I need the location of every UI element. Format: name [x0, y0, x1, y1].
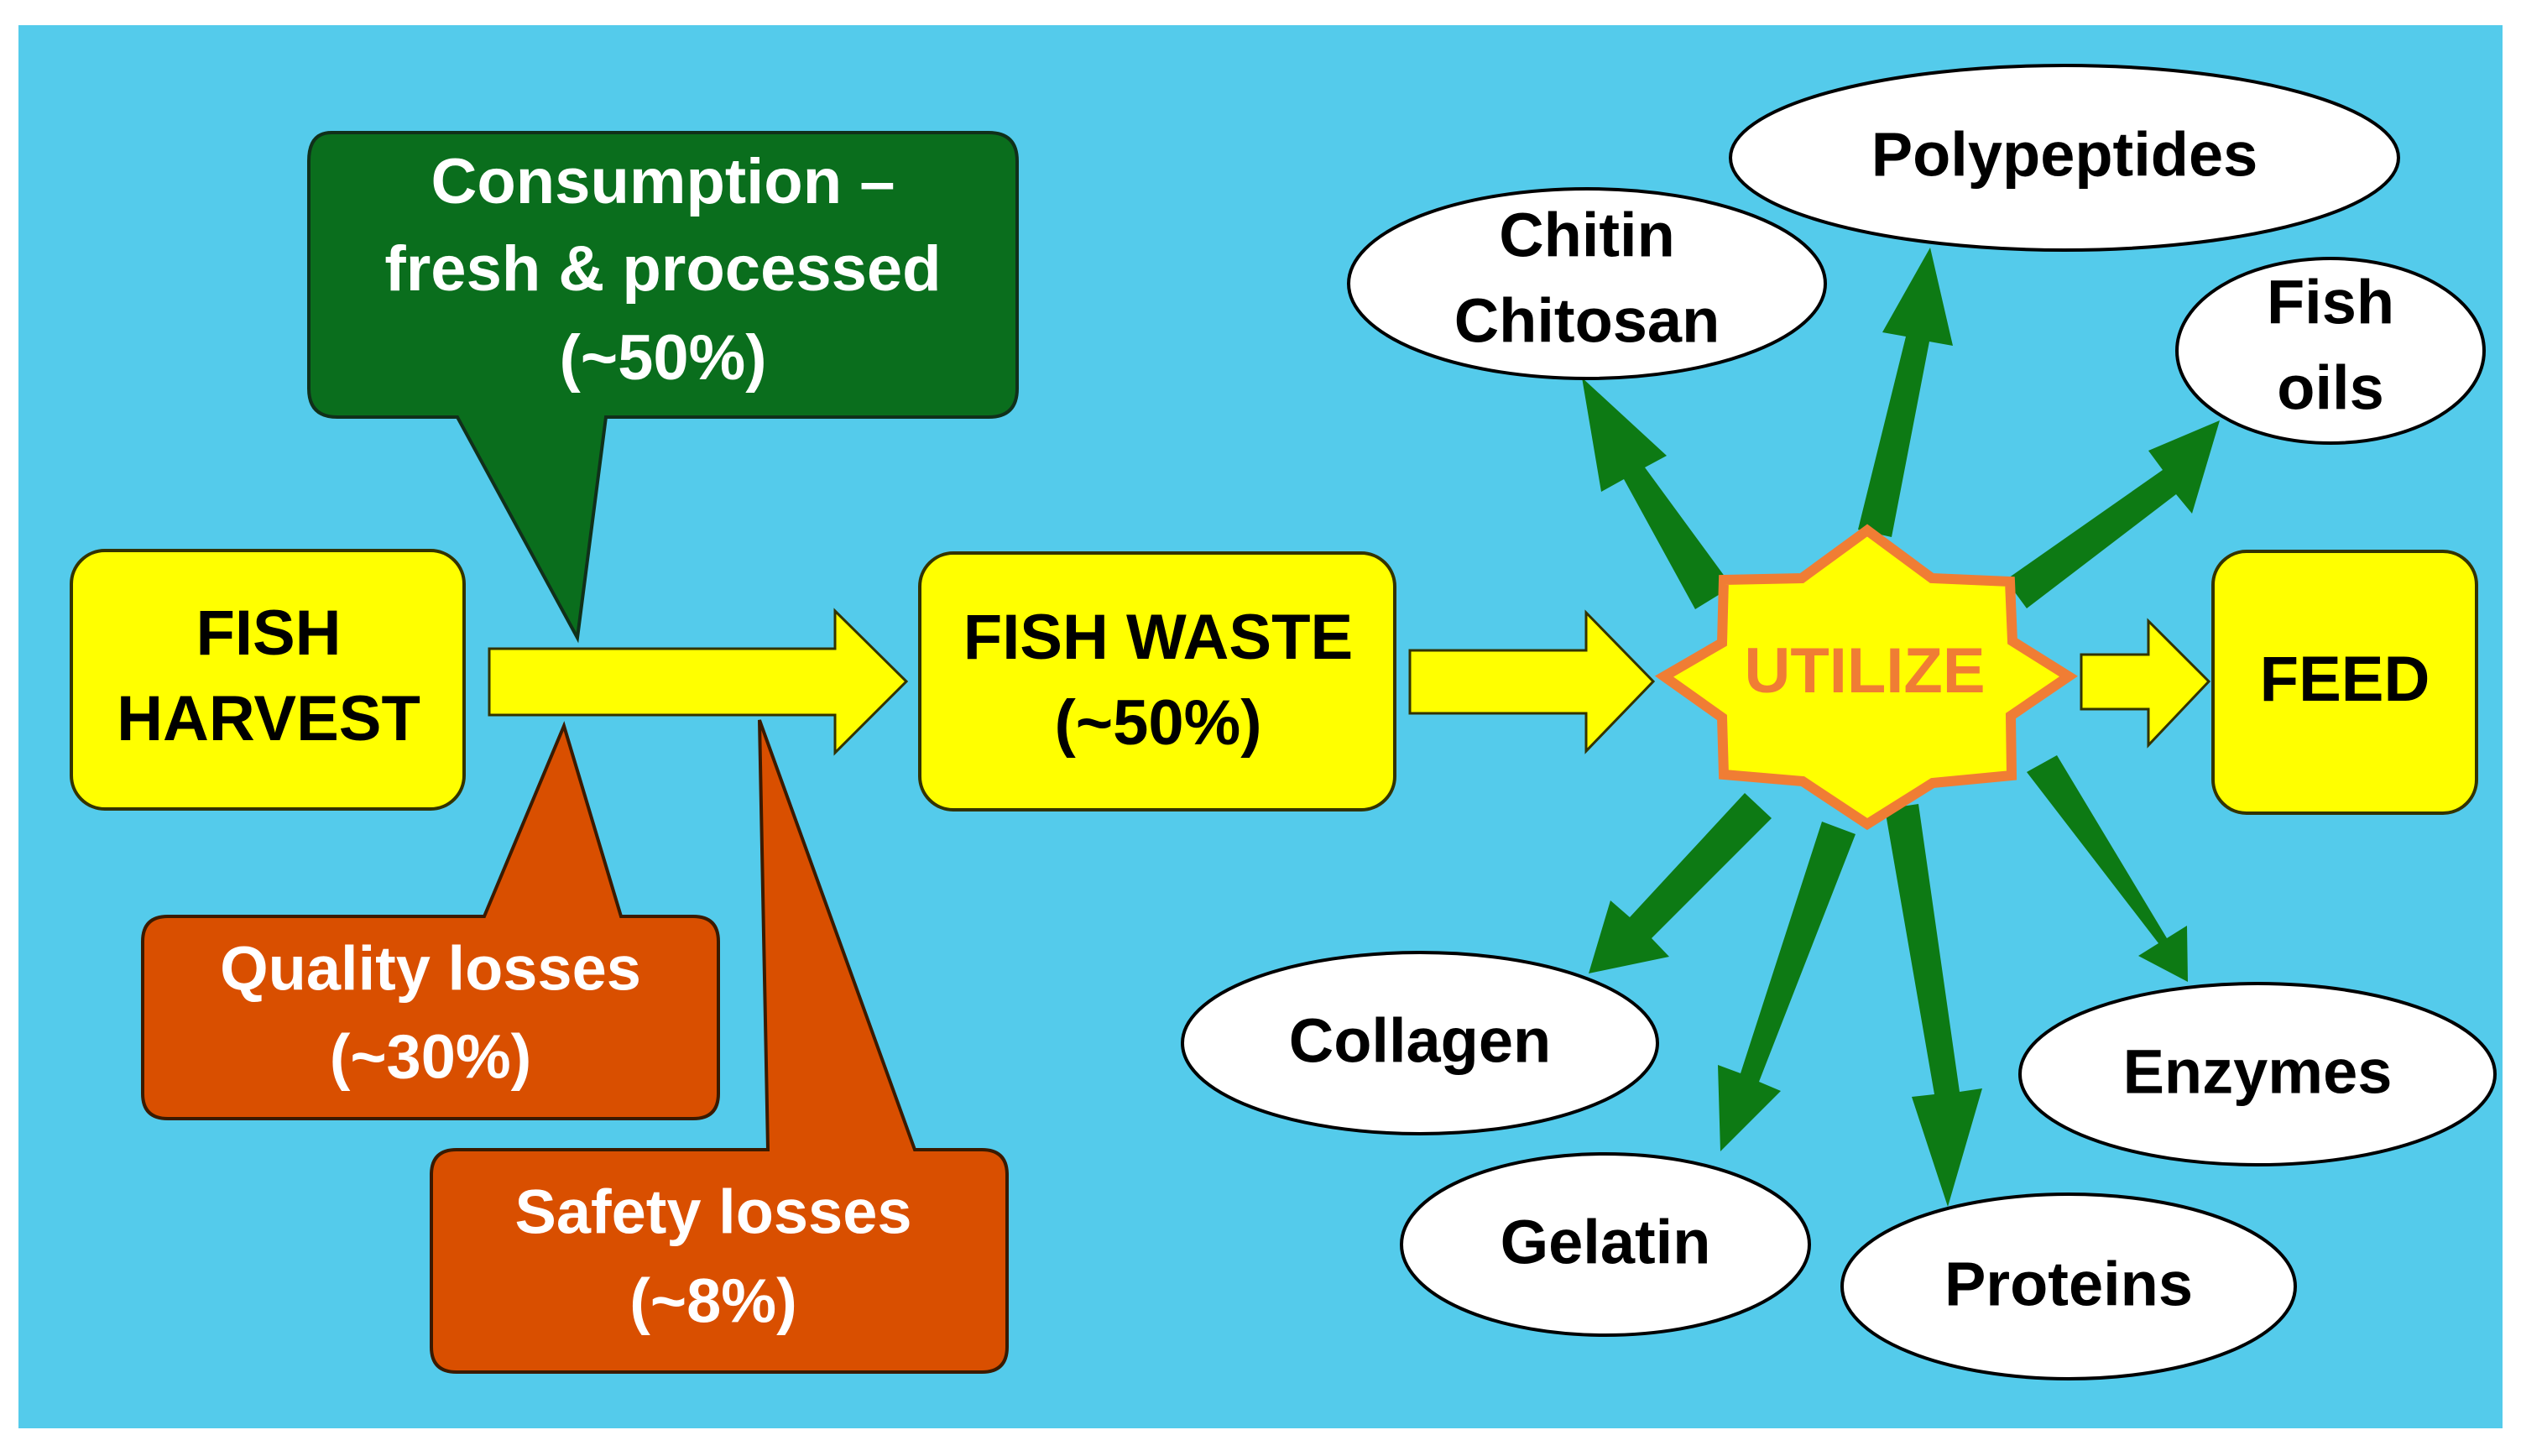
consumption-line-2: fresh & processed — [384, 233, 941, 305]
fish-harvest-line-1: FISH — [196, 598, 341, 669]
arrow-to-gelatin — [1718, 822, 1856, 1151]
fish-harvest-box: FISH HARVEST — [70, 549, 466, 811]
product-proteins: Proteins — [1840, 1192, 2297, 1380]
arrow-to-polypeptides — [1858, 248, 1953, 537]
arrow-to-fish-oils — [2006, 420, 2220, 608]
collagen-label: Collagen — [1289, 1006, 1551, 1076]
feed-label: FEED — [2260, 644, 2430, 715]
product-gelatin: Gelatin — [1400, 1152, 1811, 1337]
chitin-line-2: Chitosan — [1454, 286, 1720, 356]
product-fish-oils: Fish oils — [2175, 257, 2486, 445]
safety-losses-line-1: Safety losses — [514, 1177, 911, 1247]
fish-waste-line-1: FISH WASTE — [963, 602, 1353, 673]
consumption-line-3: (~50%) — [559, 322, 766, 394]
utilize-star: UTILIZE — [1654, 524, 2078, 831]
feed-box: FEED — [2211, 550, 2478, 815]
chitin-line-1: Chitin — [1499, 201, 1675, 270]
green-arrows — [1582, 248, 2220, 1207]
gelatin-label: Gelatin — [1501, 1208, 1711, 1277]
product-enzymes: Enzymes — [2018, 982, 2497, 1166]
safety-losses-line-2: (~8%) — [629, 1266, 796, 1336]
consumption-line-1: Consumption – — [431, 146, 895, 217]
arrow-harvest-to-waste — [488, 608, 909, 756]
quality-losses-callout: Quality losses (~30%) — [141, 721, 720, 1120]
fish-waste-line-2: (~50%) — [1054, 687, 1261, 759]
quality-losses-line-2: (~30%) — [330, 1022, 532, 1092]
arrow-utilize-to-feed — [2080, 618, 2211, 749]
consumption-callout: Consumption – fresh & processed (~50%) — [307, 131, 1019, 644]
fish-oils-line-2: oils — [2277, 353, 2383, 423]
fish-waste-box: FISH WASTE (~50%) — [918, 551, 1396, 811]
safety-losses-callout: Safety losses (~8%) — [430, 719, 1009, 1374]
arrow-to-chitin — [1582, 378, 1732, 609]
proteins-label: Proteins — [1944, 1250, 2193, 1319]
arrow-waste-to-utilize — [1408, 609, 1656, 754]
product-polypeptides: Polypeptides — [1729, 64, 2400, 252]
product-collagen: Collagen — [1181, 951, 1659, 1135]
arrow-to-proteins — [1885, 804, 1982, 1207]
product-chitin-chitosan: Chitin Chitosan — [1347, 187, 1827, 380]
polypeptides-label: Polypeptides — [1871, 120, 2258, 190]
quality-losses-line-1: Quality losses — [220, 934, 641, 1004]
enzymes-label: Enzymes — [2123, 1037, 2393, 1107]
fish-oils-line-1: Fish — [2267, 268, 2394, 337]
utilize-label: UTILIZE — [1744, 635, 1985, 707]
fish-harvest-line-2: HARVEST — [117, 683, 420, 754]
arrow-to-collagen — [1589, 793, 1772, 973]
arrow-to-enzymes — [2027, 755, 2188, 982]
